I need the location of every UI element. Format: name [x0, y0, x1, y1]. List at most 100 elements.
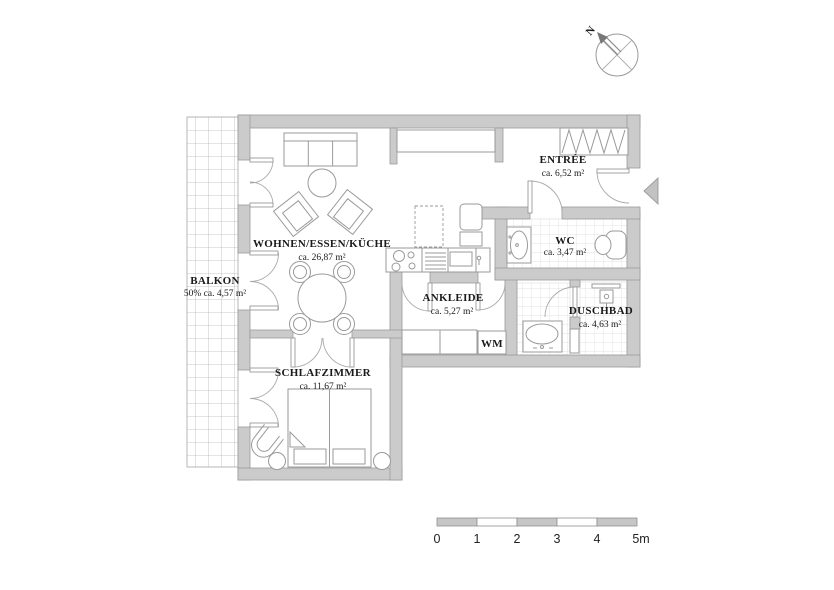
balcony-tiled-floor: [186, 116, 239, 468]
wall-living-bedroom-left: [249, 329, 294, 339]
nightstand-left: [268, 452, 286, 470]
wall-top: [237, 114, 641, 129]
wc-fixtures: [506, 226, 627, 264]
double-bed: [287, 388, 372, 468]
room-area-ankleide: ca. 5,27 m²: [431, 307, 474, 317]
wall-duschbad-stub-top: [569, 279, 581, 288]
kitchen-dashed-appliance: [414, 205, 444, 248]
duschbad-fixtures: [569, 283, 621, 354]
scale-segment: [516, 517, 558, 527]
ankleide-furniture: [401, 329, 507, 355]
room-area-balkon: 50% ca. 4,57 m²: [184, 289, 246, 299]
armchair-left: [272, 190, 320, 238]
dining-chair: [333, 313, 355, 335]
compass-circle: [595, 33, 639, 77]
room-label-wc: WC: [555, 235, 575, 247]
entrance-arrow-icon: [643, 176, 659, 206]
compass-cross-lines: [601, 39, 633, 71]
bed-pillow: [332, 448, 366, 465]
wc-door: [527, 180, 563, 214]
toilet: [594, 230, 627, 260]
wall-left-2: [237, 204, 251, 254]
room-label-balkon: BALKON: [190, 275, 239, 287]
wall-entree-stub: [494, 127, 504, 163]
wc-sink: [506, 226, 532, 264]
wall-left-1: [237, 114, 251, 161]
scale-tick-2: 2: [514, 532, 521, 546]
living-room-furniture: [272, 132, 374, 335]
wall-bedroom-right: [389, 270, 403, 481]
dining-set: [289, 261, 355, 335]
kitchen-tall-unit: [459, 231, 483, 247]
wall-bottom-right: [389, 354, 641, 368]
ankleide-left-door: [401, 282, 433, 312]
wall-right-upper: [626, 114, 641, 169]
balcony-door-1: [249, 157, 274, 208]
wall-kitchen-stub: [389, 127, 398, 165]
kitchen-drawers: [425, 252, 446, 270]
bed-pillow: [293, 448, 327, 465]
armchair-right: [326, 188, 374, 236]
dining-chair: [289, 261, 311, 283]
kitchen: [385, 129, 496, 273]
nightstand-right: [373, 452, 391, 470]
scale-segment: [556, 517, 598, 527]
scale-tick-4: 4: [594, 532, 601, 546]
room-label-entree: ENTRÉE: [539, 154, 586, 166]
wall-wc-bottom: [494, 267, 641, 281]
ankleide-right-door: [475, 282, 506, 311]
fridge: [459, 203, 483, 231]
room-label-schlafzimmer: SCHLAFZIMMER: [275, 367, 372, 379]
room-area-wohnen: ca. 26,87 m²: [298, 253, 345, 263]
wall-wc-top-right: [561, 206, 641, 220]
side-table: [307, 168, 337, 198]
corridor-sink: [522, 320, 563, 353]
shower: [591, 283, 621, 309]
dining-chair: [333, 261, 355, 283]
bedroom-chair: [251, 424, 284, 458]
entree-furniture: [559, 127, 629, 156]
room-label-ankleide: ANKLEIDE: [422, 292, 483, 304]
compass: N: [584, 24, 639, 77]
radiator: [569, 328, 580, 354]
wall-ankleide-corridor: [504, 270, 518, 356]
scale-segment: [596, 517, 638, 527]
walls: [237, 114, 641, 481]
balcony: [186, 116, 239, 468]
scale-bar: 0 1 2 3 4 5m: [434, 517, 650, 546]
corridor-fixtures: [522, 320, 563, 353]
washing-machine-label: WM: [481, 338, 503, 350]
duschbad-door: [544, 286, 578, 318]
entrance-door: [596, 168, 630, 204]
room-area-duschbad: ca. 4,63 m²: [579, 320, 622, 330]
entree-wardrobe: [559, 127, 629, 156]
bedroom-double-door: [290, 337, 355, 368]
sofa: [283, 132, 358, 167]
wall-right-lower: [626, 210, 641, 368]
room-area-schlafzimmer: ca. 11,67 m²: [300, 382, 347, 392]
kitchen-sink: [449, 251, 482, 267]
room-labels: BALKON 50% ca. 4,57 m² WOHNEN/ESSEN/KÜCH…: [184, 154, 633, 392]
wall-living-bedroom-right: [351, 329, 403, 339]
dining-chair: [289, 313, 311, 335]
dining-table: [297, 273, 347, 323]
room-label-wohnen: WOHNEN/ESSEN/KÜCHE: [253, 237, 391, 250]
room-label-duschbad: DUSCHBAD: [569, 305, 633, 317]
scale-segment: [436, 517, 478, 527]
bed-blanket-fold: [289, 430, 307, 448]
wall-bedroom-bottom: [237, 467, 403, 481]
room-area-entree: ca. 6,52 m²: [542, 169, 585, 179]
washing-machine: [477, 330, 507, 355]
scale-tick-3: 3: [554, 532, 561, 546]
wall-kitchen-ankleide: [429, 270, 479, 284]
balcony-door-2: [249, 250, 279, 311]
compass-north-label: N: [584, 24, 598, 38]
wall-wc-top-left: [477, 206, 531, 220]
compass-needle: [603, 37, 622, 56]
compass-needle-tip-icon: [597, 32, 608, 44]
scale-tick-1: 1: [474, 532, 481, 546]
wall-left-3: [237, 309, 251, 371]
stove: [391, 250, 416, 272]
kitchen-top-counter: [396, 129, 496, 153]
